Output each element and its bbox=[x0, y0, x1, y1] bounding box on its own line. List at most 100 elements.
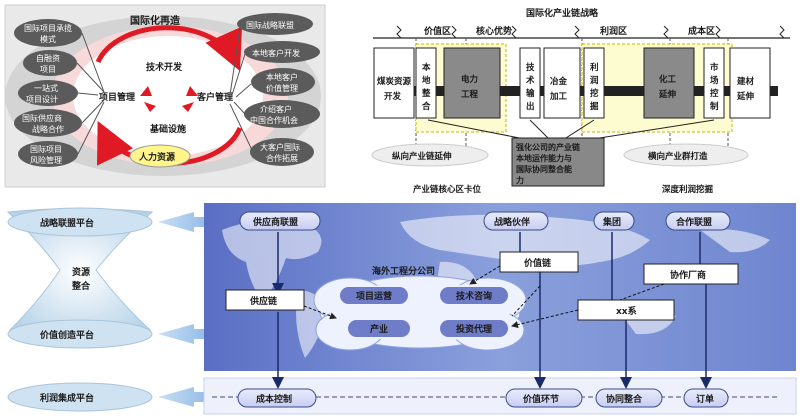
node-value-link: 价值环节 bbox=[505, 388, 583, 408]
profit-integration-platform: 利润集成平台 bbox=[39, 392, 94, 404]
svg-text:集团: 集团 bbox=[602, 216, 621, 228]
arrow-value bbox=[158, 324, 212, 344]
svg-text:xx系: xx系 bbox=[616, 305, 637, 317]
right-item-5: 大客户国际 合作拓展 bbox=[250, 138, 314, 166]
box-xx-system: xx系 bbox=[577, 299, 675, 321]
internationalization-panel: 国际化再造 技术开发 项目管理 客户管理 基础设施 人力资源 bbox=[4, 4, 326, 188]
core-zone-position: 产业链核心区卡位 bbox=[413, 184, 482, 195]
svg-text:订单: 订单 bbox=[696, 393, 714, 405]
deep-profit-mining: 深度利润挖掘 bbox=[662, 184, 714, 195]
svg-text:建材: 建材 bbox=[736, 76, 755, 87]
inner-arrow-3 bbox=[144, 102, 156, 112]
zone-value: 价值区 bbox=[424, 25, 451, 37]
core-infrastructure: 基础设施 bbox=[149, 123, 186, 135]
human-resources-label: 人力资源 bbox=[138, 151, 175, 163]
svg-text:控: 控 bbox=[710, 88, 719, 99]
integration-label: 整合 bbox=[71, 280, 91, 292]
inner-arrow-2 bbox=[186, 86, 198, 96]
chain-chemical: 化工 延伸 bbox=[643, 47, 695, 119]
svg-text:供应链: 供应链 bbox=[249, 295, 278, 307]
inner-arrow-1 bbox=[140, 86, 152, 96]
core-customer-mgmt: 客户管理 bbox=[196, 91, 233, 103]
left-item-2: 自融资 项目 bbox=[23, 50, 77, 76]
svg-text:延伸: 延伸 bbox=[736, 91, 755, 102]
svg-text:国际战略联盟: 国际战略联盟 bbox=[246, 20, 294, 30]
svg-text:协同整合: 协同整合 bbox=[606, 393, 643, 405]
svg-text:本地客户开发: 本地客户开发 bbox=[252, 48, 300, 58]
horizontal-cluster: 横向产业群打造 bbox=[647, 151, 708, 162]
svg-text:工程: 工程 bbox=[461, 89, 479, 100]
chain-tech-output: 技 术 输 出 bbox=[519, 47, 541, 119]
overseas-branch-title: 海外工程分公司 bbox=[372, 265, 435, 277]
capability-line-2: 本地运作能力与 bbox=[515, 153, 572, 163]
cloud-project-operation: 项目运营 bbox=[356, 290, 392, 302]
svg-text:制: 制 bbox=[710, 101, 719, 112]
svg-text:协作厂商: 协作厂商 bbox=[670, 269, 706, 281]
svg-text:加工: 加工 bbox=[549, 91, 568, 102]
capability-line-4: 力 bbox=[516, 175, 524, 185]
arrow-strategic bbox=[158, 212, 212, 232]
strategic-alliance-platform: 战略联盟平台 bbox=[40, 217, 94, 229]
arrow-profit bbox=[158, 387, 212, 407]
svg-text:一站式: 一站式 bbox=[34, 83, 58, 93]
svg-text:化工: 化工 bbox=[659, 74, 677, 85]
svg-text:战略合作: 战略合作 bbox=[32, 124, 64, 134]
node-order: 订单 bbox=[683, 388, 729, 408]
svg-text:价值链: 价值链 bbox=[524, 257, 552, 269]
svg-text:技: 技 bbox=[526, 62, 535, 73]
svg-text:项目: 项目 bbox=[40, 65, 56, 74]
svg-text:合: 合 bbox=[421, 101, 431, 112]
chain-power-engineering: 电力 工程 bbox=[443, 47, 501, 119]
svg-text:供应商联盟: 供应商联盟 bbox=[252, 216, 298, 228]
svg-text:模式: 模式 bbox=[40, 34, 56, 44]
reengineering-title: 国际化再造 bbox=[130, 14, 181, 27]
resource-funnel: 战略联盟平台 资源 整合 价值创造平台 利润集成平台 bbox=[6, 207, 154, 412]
cloud-industry: 产业 bbox=[370, 323, 388, 335]
chain-profit-mining: 利 润 挖 掘 bbox=[583, 47, 605, 119]
svg-text:成本控制: 成本控制 bbox=[256, 393, 292, 405]
box-value-chain: 价值链 bbox=[499, 251, 579, 273]
box-cooperative-vendor: 协作厂商 bbox=[643, 263, 739, 285]
zone-cost: 成本区 bbox=[688, 25, 715, 37]
svg-text:国际项目承揽: 国际项目承揽 bbox=[24, 23, 72, 33]
human-resources-oval bbox=[129, 144, 191, 168]
svg-text:价值管理: 价值管理 bbox=[266, 83, 298, 93]
left-item-1: 国际项目承揽 模式 bbox=[14, 19, 82, 47]
box-supply-chain: 供应链 bbox=[225, 289, 305, 311]
svg-text:合作拓展: 合作拓展 bbox=[266, 153, 298, 163]
svg-text:整: 整 bbox=[422, 88, 431, 99]
svg-text:掘: 掘 bbox=[590, 101, 599, 112]
right-capability-list: 国际战略联盟 本地客户开发 本地客户 价值管理 介绍客户 中国合作机会 大客户国… bbox=[229, 13, 320, 166]
svg-text:输: 输 bbox=[526, 88, 535, 99]
cloud-tech-consulting: 技术咨询 bbox=[456, 290, 492, 302]
svg-text:本: 本 bbox=[422, 62, 431, 73]
capability-line-1: 强化公司的产业链 bbox=[516, 142, 581, 152]
zone-profit: 利润区 bbox=[599, 25, 627, 37]
svg-text:场: 场 bbox=[710, 75, 719, 86]
node-strategic-partner: 战略伙伴 bbox=[483, 211, 549, 231]
value-creation-platform: 价值创造平台 bbox=[40, 329, 94, 341]
svg-text:电力: 电力 bbox=[461, 74, 478, 85]
vertical-extension: 纵向产业链延伸 bbox=[392, 151, 452, 162]
svg-text:介绍客户: 介绍客户 bbox=[260, 104, 292, 114]
cycle-arrow-top bbox=[95, 25, 242, 72]
horizontal-oval bbox=[623, 143, 749, 167]
svg-text:市: 市 bbox=[710, 62, 719, 73]
svg-text:中国合作机会: 中国合作机会 bbox=[250, 115, 298, 125]
svg-text:延伸: 延伸 bbox=[658, 89, 677, 100]
node-cost-control: 成本控制 bbox=[237, 388, 317, 408]
svg-text:项目设计: 项目设计 bbox=[26, 94, 58, 104]
svg-text:润: 润 bbox=[590, 75, 599, 86]
svg-text:风险管理: 风险管理 bbox=[30, 155, 62, 165]
core-project-mgmt: 项目管理 bbox=[99, 91, 135, 103]
chain-building-materials: 建材 延伸 bbox=[729, 47, 771, 119]
svg-text:术: 术 bbox=[525, 75, 535, 86]
chain-coal: 煤炭资源 开发 bbox=[373, 47, 415, 119]
chain-market-control: 市 场 控 制 bbox=[703, 47, 725, 119]
core-tech-dev: 技术开发 bbox=[146, 61, 183, 73]
left-item-3: 一站式 项目设计 bbox=[18, 80, 78, 106]
capability-box bbox=[511, 137, 605, 187]
cloud-investment-agency: 投资代理 bbox=[456, 323, 492, 335]
overseas-branch-cloud: 海外工程分公司 项目运营 技术咨询 产业 投资代理 bbox=[313, 265, 527, 351]
